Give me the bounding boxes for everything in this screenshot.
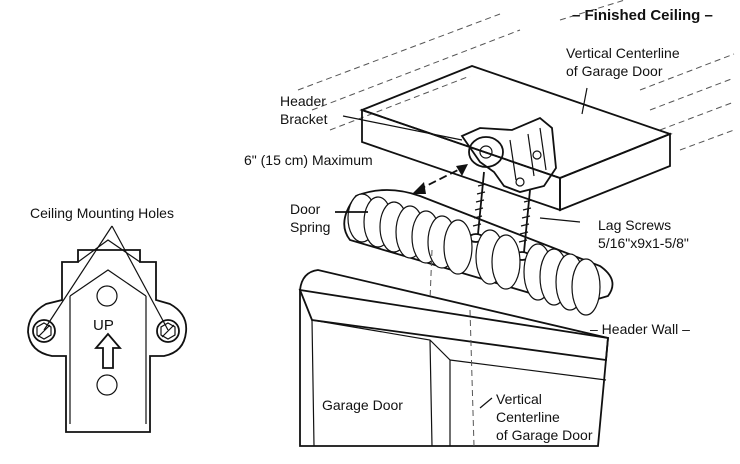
- door-rail-line: [449, 359, 607, 381]
- bracket-top-fold: [77, 239, 141, 263]
- vertical-centerline-top-label-line2: of Garage Door: [566, 63, 663, 79]
- arrow-head-right: [456, 164, 468, 176]
- door-spring: [343, 189, 614, 316]
- vertical-centerline-bottom-label-line3: of Garage Door: [496, 427, 593, 443]
- up-label: UP: [93, 317, 114, 334]
- garage-door-label: Garage Door: [322, 397, 403, 413]
- finished-ceiling-label: – Finished Ceiling –: [572, 7, 713, 24]
- leader-line-left-hole: [43, 225, 113, 331]
- header-wall-top-edge: [298, 288, 609, 362]
- bracket-hole-top: [96, 285, 118, 307]
- maximum-distance-label: 6" (15 cm) Maximum: [244, 152, 373, 168]
- header-block: [359, 65, 673, 212]
- ceiling-mounting-holes-label: Ceiling Mounting Holes: [30, 205, 174, 221]
- bracket-detail: Ceiling Mounting Holes UP: [27, 205, 188, 433]
- centerline-dashed: [469, 309, 475, 447]
- door-spring-label-line1: Door: [290, 201, 321, 217]
- arrow-head-left: [412, 182, 426, 194]
- lag-screws-label-line1: Lag Screws: [598, 217, 671, 233]
- maximum-distance-arrow: [412, 164, 468, 194]
- vertical-centerline-top-label-line1: Vertical Centerline: [566, 45, 680, 61]
- header-block-top: [359, 65, 673, 179]
- arrow-up-icon: [94, 332, 122, 369]
- hex-screw-icon: [32, 319, 56, 343]
- leader-line-right-hole: [111, 225, 169, 331]
- header-block-side: [559, 132, 671, 212]
- finished-ceiling-lines: [297, 0, 735, 151]
- leader-lines: [335, 87, 588, 409]
- door-spring-label-line2: Spring: [290, 219, 330, 235]
- bracket-hole-bottom: [96, 374, 118, 396]
- header-wall-surface: [299, 269, 609, 447]
- header-bracket-label-line2: Bracket: [280, 111, 328, 127]
- header-bracket-label-line1: Header: [280, 93, 326, 109]
- bracket-inner-edges: [69, 296, 147, 424]
- garage-door-wall: [298, 249, 609, 447]
- vertical-centerline-bottom-label-line2: Centerline: [496, 409, 560, 425]
- bracket-outline: [27, 249, 188, 433]
- door-frame-lines: [311, 319, 451, 447]
- centerline-dashed-spring: [429, 249, 433, 301]
- hex-screw-icon: [156, 319, 180, 343]
- header-wall-label: – Header Wall –: [590, 321, 690, 337]
- lag-screws-label-line2: 5/16"x9x1-5/8": [598, 235, 689, 251]
- bracket-chevron: [69, 269, 147, 297]
- header-bracket: [460, 116, 557, 193]
- vertical-centerline-bottom-label-line1: Vertical: [496, 391, 542, 407]
